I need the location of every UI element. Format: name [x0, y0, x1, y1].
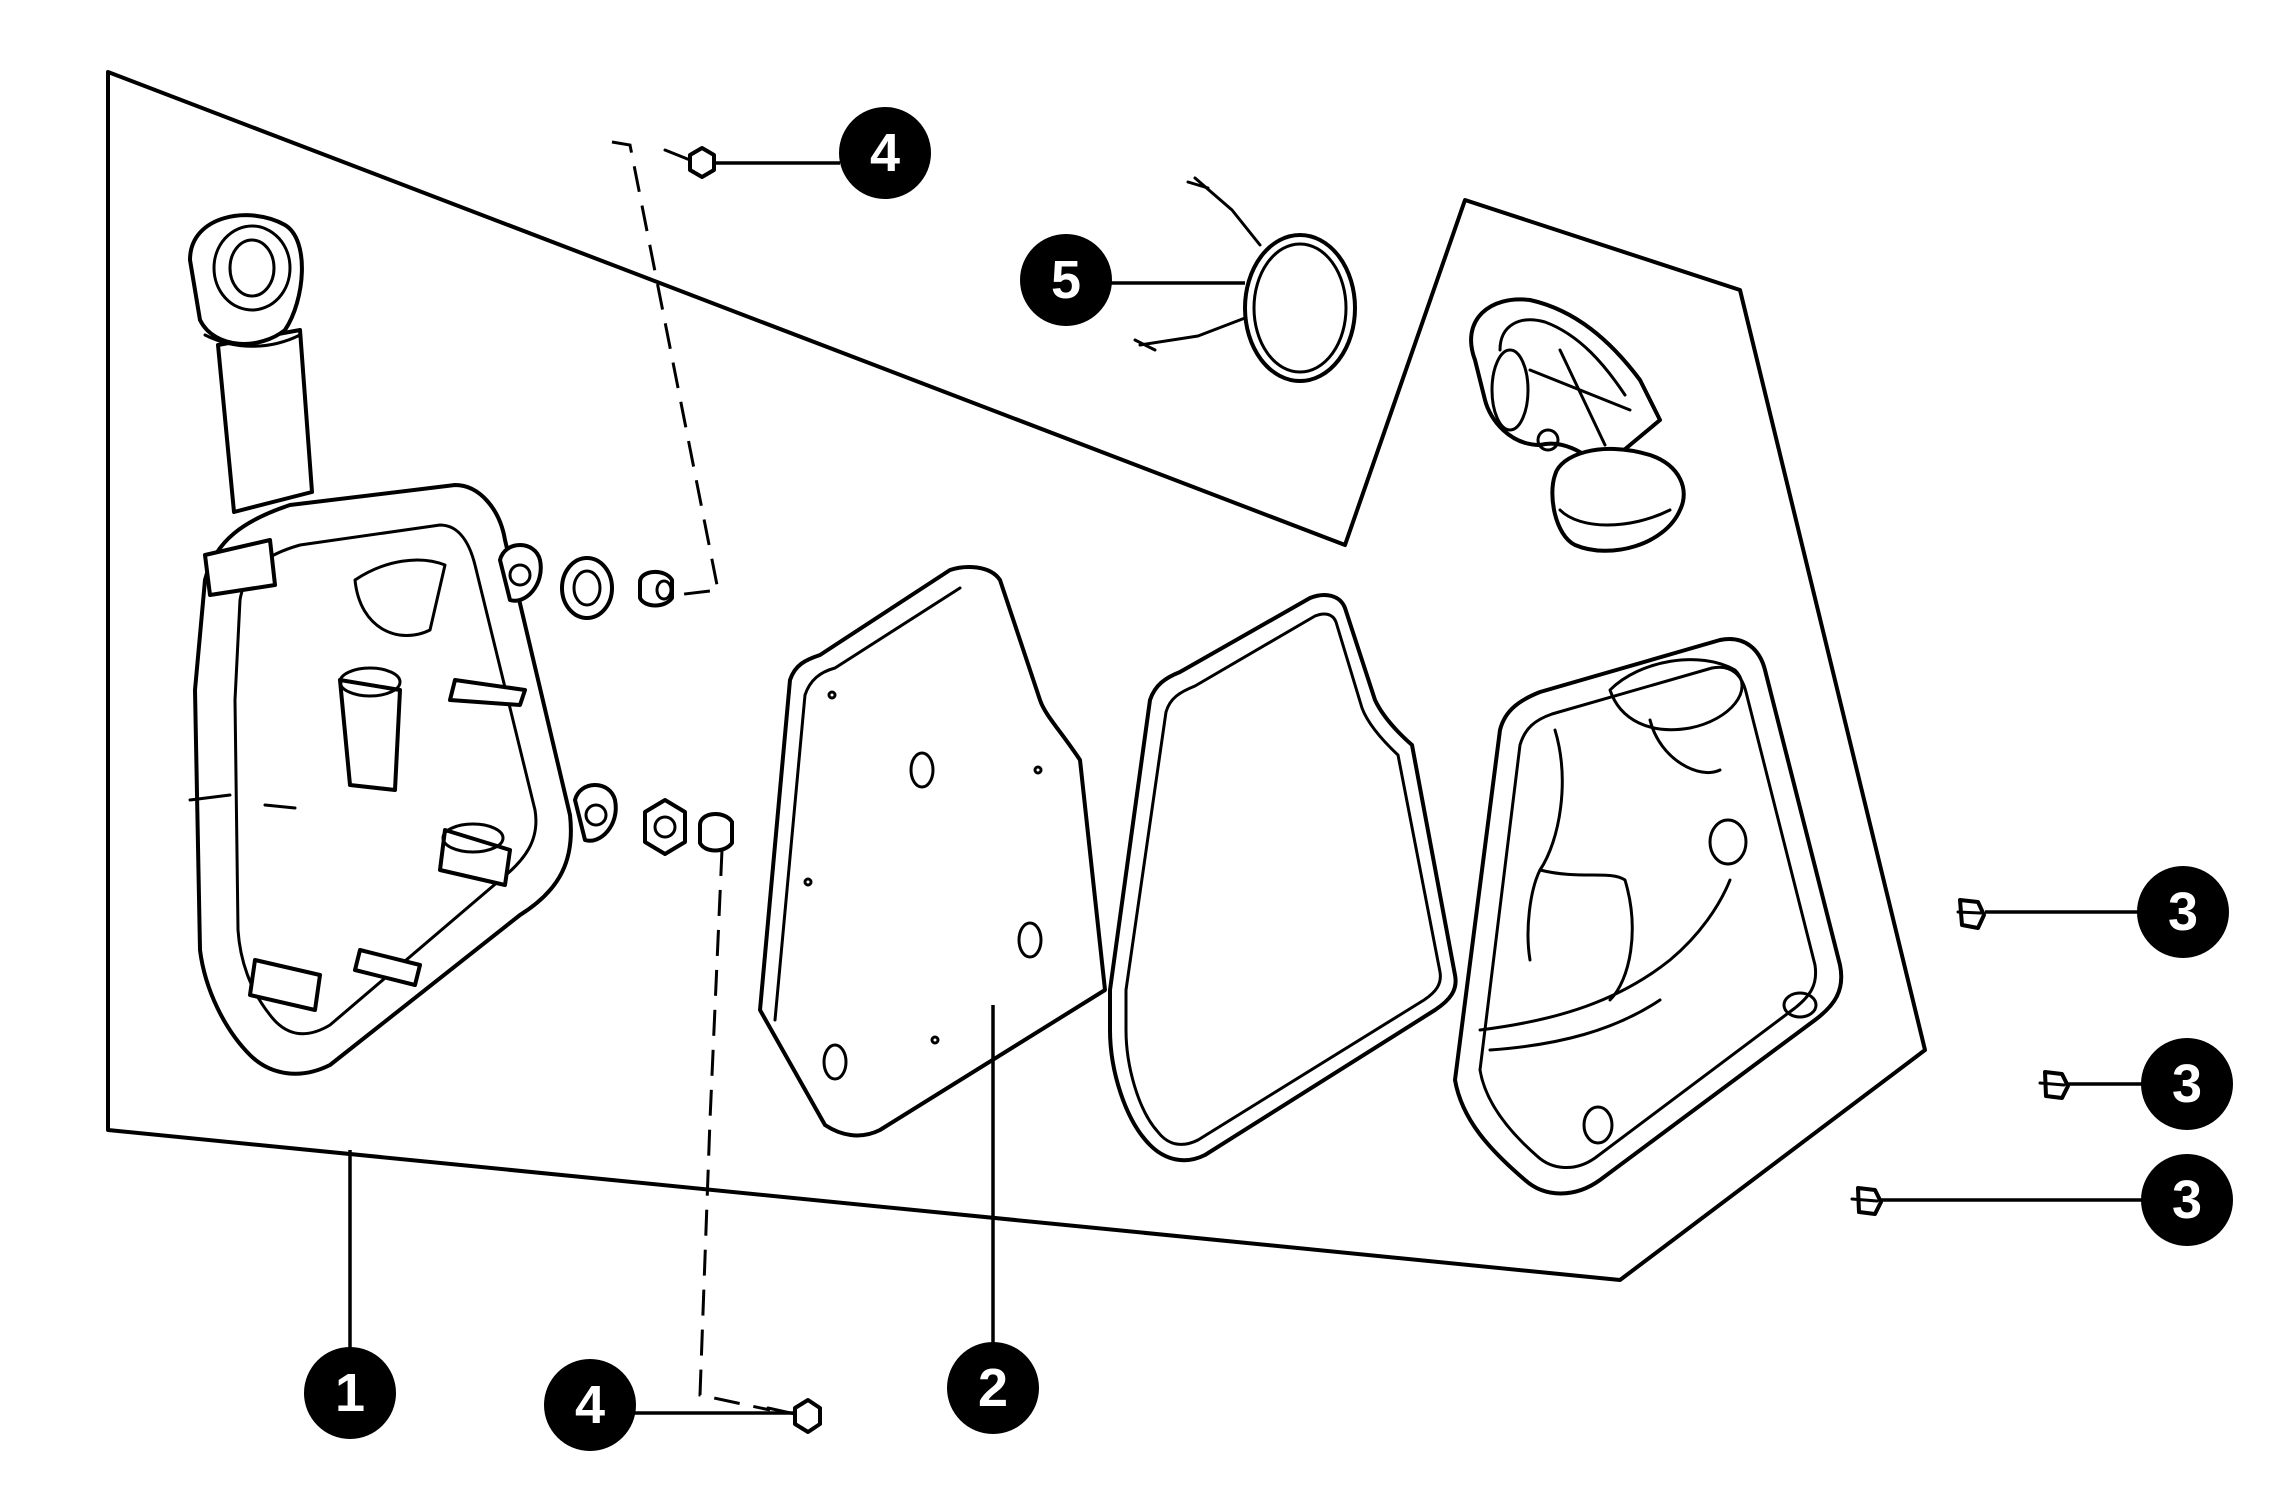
intake-snorkel [188, 213, 314, 514]
screw-3a [1956, 898, 1986, 930]
callout-label-1: 1 [335, 1363, 365, 1423]
grommet-upper [560, 556, 614, 620]
callout-badge-4a: 4 [839, 107, 931, 199]
bushing-lower [698, 812, 734, 853]
assembly-boundary-panel [106, 70, 1927, 1282]
callout-badge-4b: 4 [544, 1359, 636, 1451]
gasket [1108, 593, 1458, 1163]
screw-3b [2038, 1070, 2070, 1100]
callout-badge-3a: 3 [2137, 866, 2229, 958]
callout-badge-2: 2 [947, 1342, 1039, 1434]
filter-element [758, 565, 1107, 1138]
screw-3c [1850, 1186, 1883, 1216]
airbox-front-cover [1453, 637, 1844, 1196]
callout-label-4b: 4 [575, 1375, 605, 1435]
bolt-4-upper [663, 146, 716, 179]
callout-label-4a: 4 [870, 123, 900, 183]
intake-elbow-boot [1469, 297, 1686, 553]
callout-label-3a: 3 [2168, 882, 2198, 942]
bolt-path-lower-dashed [698, 849, 771, 1412]
airbox-rear-housing [188, 483, 618, 1076]
callout-label-2: 2 [978, 1358, 1008, 1418]
hose-clamp [1133, 176, 1357, 383]
callout-badge-3b: 3 [2141, 1038, 2233, 1130]
bolt-4-lower [766, 1398, 822, 1434]
callout-badge-1: 1 [304, 1347, 396, 1439]
callout-label-3b: 3 [2172, 1054, 2202, 1114]
callout-label-5: 5 [1051, 250, 1081, 310]
callout-badge-3c: 3 [2141, 1154, 2233, 1246]
nut-lower [643, 798, 687, 856]
bushing-upper [638, 570, 674, 608]
callout-badge-5: 5 [1020, 234, 1112, 326]
bolt-path-upper-dashed [611, 140, 720, 598]
callout-label-3c: 3 [2172, 1170, 2202, 1230]
